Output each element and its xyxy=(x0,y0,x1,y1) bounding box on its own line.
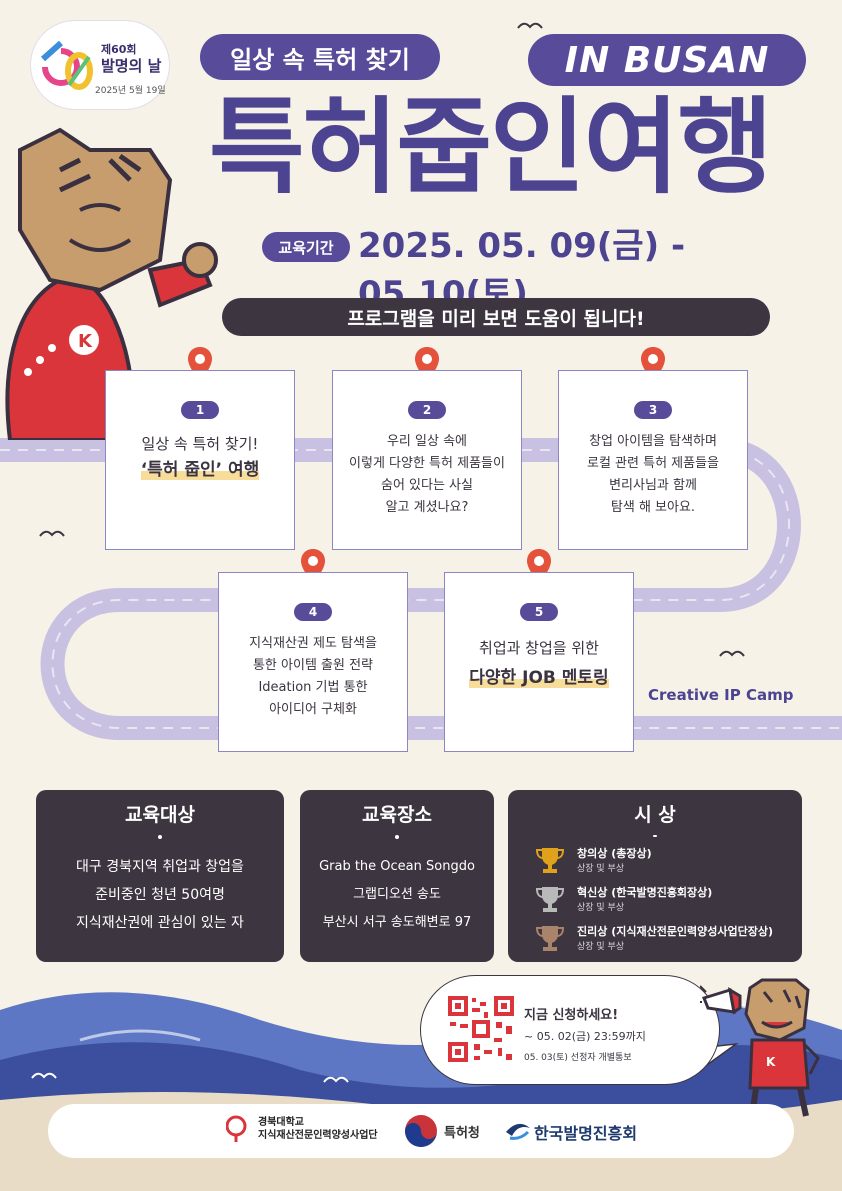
venue-line: 그랩디오션 송도 xyxy=(353,887,441,902)
step-text: 창업 아이템을 탐색하며 로컬 관련 특허 제품들을 변리사님과 함께 탐색 해… xyxy=(587,434,719,515)
org-kipo: 특허청 xyxy=(444,1126,480,1141)
seagull-icon xyxy=(517,22,543,29)
step-text: 우리 일상 속에 이렇게 다양한 특허 제품들이 숨어 있다는 사실 알고 계셨… xyxy=(349,434,505,515)
knu-logo-icon xyxy=(226,1115,247,1142)
step-card-1: 1 일상 속 특허 찾기! ‘특허 줍인’ 여행 xyxy=(105,370,295,550)
target-line: 지식재산권에 관심이 있는 자 xyxy=(76,915,244,931)
badge-date: 2025년 5월 19일 xyxy=(95,86,166,96)
venue-line: 부산시 서구 송도해변로 97 xyxy=(322,915,472,930)
step-card-2: 2 우리 일상 속에 이렇게 다양한 특허 제품들이 숨어 있다는 사실 알고 … xyxy=(332,370,522,550)
step-text: 취업과 창업을 위한 다양한 JOB 멘토링 xyxy=(469,639,609,688)
divider-dot xyxy=(653,835,657,837)
award-sub: 상장 및 부상 xyxy=(577,903,625,913)
preview-banner: 프로그램을 미리 보면 도움이 됩니다! xyxy=(222,298,770,336)
camp-label: Creative IP Camp xyxy=(648,686,794,704)
org-knu: 경북대학교 지식재산전문인력양성사업단 xyxy=(258,1117,378,1141)
tiger-mascot-illustration: K xyxy=(5,127,218,440)
apply-title: 지금 신청하세요! xyxy=(524,1008,619,1023)
step-number: 3 xyxy=(634,401,672,419)
divider-dot xyxy=(158,835,162,839)
org-kipa: 한국발명진흥회 xyxy=(534,1124,638,1143)
step-number: 2 xyxy=(408,401,446,419)
main-title: 특허줍인여행 xyxy=(208,86,773,208)
award-name: 창의상 (총장상) xyxy=(577,847,652,860)
apply-notice: 05. 03(토) 선정자 개별통보 xyxy=(524,1053,632,1063)
invention-day-badge: 제60회 발명의 날 2025년 5월 19일 xyxy=(30,20,170,110)
seagull-icon xyxy=(323,1076,349,1083)
silver-trophy-icon xyxy=(535,886,565,912)
target-line: 준비중인 청년 50여명 xyxy=(95,887,225,903)
target-box: 교육대상 대구 경북지역 취업과 창업을 준비중인 청년 50여명 지식재산권에… xyxy=(36,790,284,962)
badge-name: 발명의 날 xyxy=(101,57,162,75)
venue-line: Grab the Ocean Songdo xyxy=(319,859,475,874)
step-number: 5 xyxy=(520,603,558,621)
bronze-trophy-icon xyxy=(535,925,565,951)
seagull-icon xyxy=(719,650,745,657)
qr-code-icon[interactable] xyxy=(446,994,516,1064)
period-label: 교육기간 xyxy=(262,232,350,262)
gold-trophy-icon xyxy=(535,847,565,873)
award-item: 혁신상 (한국발명진흥회장상) 상장 및 부상 xyxy=(535,884,775,913)
step-text: 지식재산권 제도 탐색을 통한 아이템 출원 전략 Ideation 기법 통한… xyxy=(249,636,377,717)
subtitle-pill: 일상 속 특허 찾기 xyxy=(200,34,440,80)
award-sub: 상장 및 부상 xyxy=(577,864,625,874)
target-heading: 교육대상 xyxy=(125,804,195,826)
venue-box: 교육장소 Grab the Ocean Songdo 그랩디오션 송도 부산시 … xyxy=(300,790,494,962)
city-pill: IN BUSAN xyxy=(528,34,806,86)
awards-heading: 시 상 xyxy=(634,804,676,826)
kipo-taegeuk-logo-icon xyxy=(405,1115,437,1147)
tiger-megaphone-mascot: K xyxy=(700,978,820,1117)
step-card-5: 5 취업과 창업을 위한 다양한 JOB 멘토링 xyxy=(444,572,634,752)
step-text: 일상 속 특허 찾기! ‘특허 줍인’ 여행 xyxy=(140,435,260,480)
badge-edition: 제60회 xyxy=(101,43,137,56)
seagull-icon xyxy=(39,530,65,537)
step-card-4: 4 지식재산권 제도 탐색을 통한 아이템 출원 전략 Ideation 기법 … xyxy=(218,572,408,752)
award-name: 혁신상 (한국발명진흥회장상) xyxy=(577,886,713,899)
target-line: 대구 경북지역 취업과 창업을 xyxy=(76,859,244,875)
apply-deadline: ~ 05. 02(금) 23:59까지 xyxy=(524,1030,646,1043)
kipa-logo-icon xyxy=(506,1123,530,1140)
svg-text:K: K xyxy=(766,1055,776,1069)
step-card-3: 3 창업 아이템을 탐색하며 로컬 관련 특허 제품들을 변리사님과 함께 탐색… xyxy=(558,370,748,550)
award-name: 진리상 (지식재산전문인력양성사업단장상) xyxy=(577,925,774,938)
awards-box: 시 상 창의상 (총장상) 상장 및 부상 혁신상 (한국발명진흥회장상) 상장… xyxy=(508,790,802,962)
sixty-anniversary-logo-icon xyxy=(41,40,93,90)
award-item: 진리상 (지식재산전문인력양성사업단장상) 상장 및 부상 xyxy=(535,923,775,952)
period-dates: 2025. 05. 09(금) - 05.10(토) xyxy=(358,226,686,314)
venue-heading: 교육장소 xyxy=(362,804,432,826)
seagull-icon xyxy=(31,1072,57,1079)
award-item: 창의상 (총장상) 상장 및 부상 xyxy=(535,845,775,874)
divider-dot xyxy=(395,835,399,839)
step-number: 1 xyxy=(181,401,219,419)
step-number: 4 xyxy=(294,603,332,621)
svg-text:K: K xyxy=(78,331,93,352)
award-sub: 상장 및 부상 xyxy=(577,942,625,952)
